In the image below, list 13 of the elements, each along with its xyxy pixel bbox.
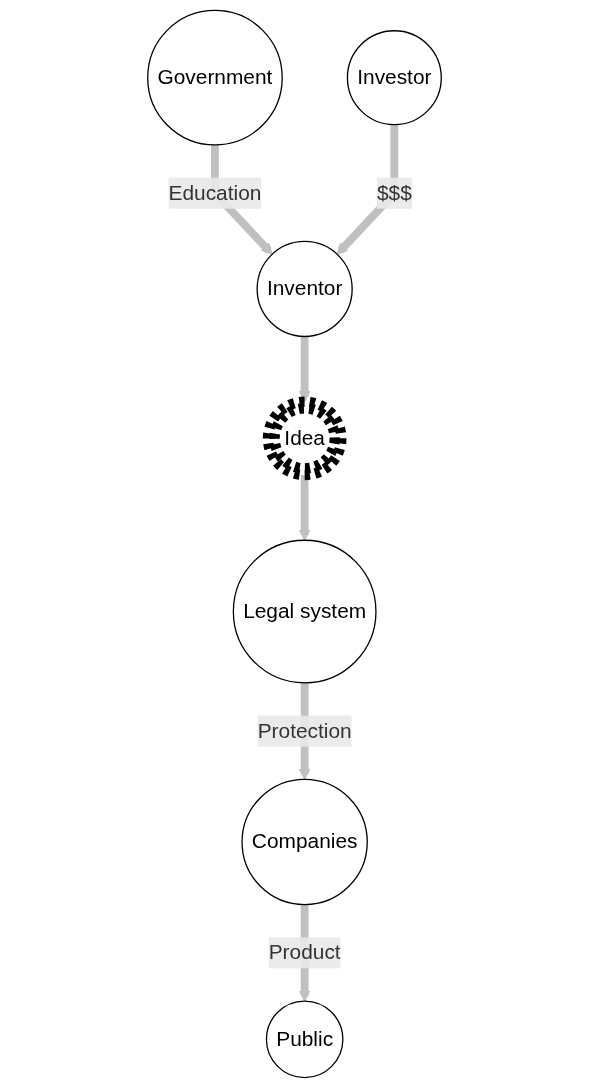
node-circle: Public <box>265 1000 344 1079</box>
node-circle: Government <box>147 9 283 146</box>
edge-label: Product <box>268 941 341 964</box>
node-circle: Inventor <box>256 240 353 338</box>
node-circle: Companies <box>241 778 368 906</box>
edge-label: Education <box>168 181 262 204</box>
edge-label: $$$ <box>376 181 412 204</box>
edge-label: Protection <box>257 719 352 742</box>
node-circle: Legal system <box>232 539 377 684</box>
arrow <box>298 475 311 541</box>
node-circle: Idea <box>262 396 347 481</box>
node-circle: Investor <box>346 30 442 126</box>
arrow <box>298 336 311 403</box>
